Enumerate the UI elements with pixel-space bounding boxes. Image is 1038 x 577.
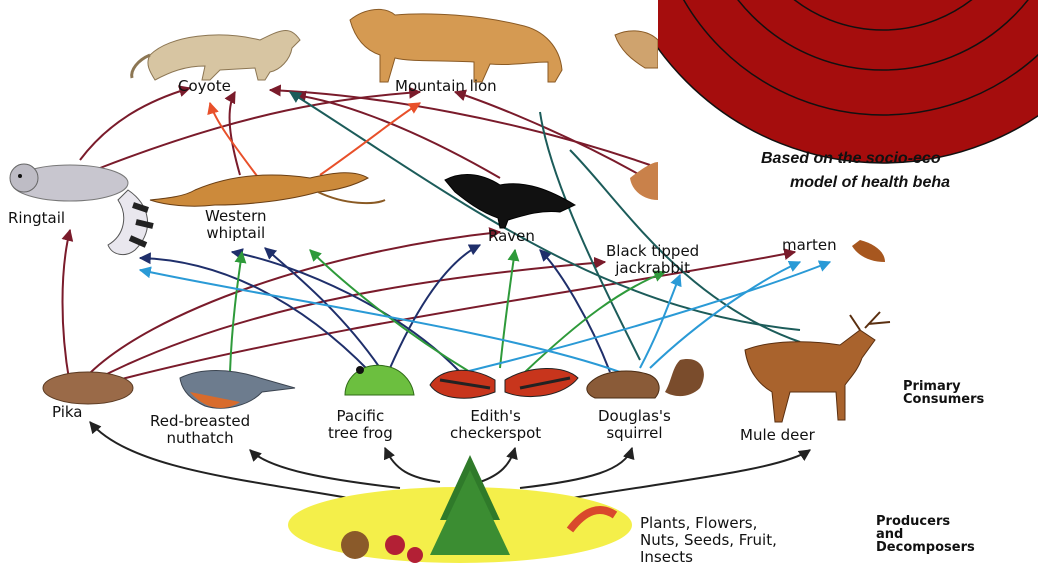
label-mountain-lion: Mountain lion xyxy=(395,78,497,95)
whiptail-illustration xyxy=(150,173,385,206)
arrow-whiptail-lion xyxy=(320,103,420,175)
level-producers-decomposers: Producers and Decomposers xyxy=(876,515,975,554)
arrow-producers-nuthatch xyxy=(250,450,400,488)
level-primary-consumers: Primary Consumers xyxy=(903,380,984,406)
arrow-checkerspot-raven xyxy=(500,250,515,368)
arrow-whiptail-coyote xyxy=(230,92,240,175)
label-jackrabbit: Black tipped jackrabbit xyxy=(606,243,699,277)
label-mule-deer: Mule deer xyxy=(740,427,815,444)
squirrel-illustration xyxy=(587,359,704,398)
arrow-producers-frog xyxy=(385,448,440,482)
pika-illustration xyxy=(43,372,133,404)
raven-illustration xyxy=(445,175,575,228)
overlay-caption-line-2: model of health beha xyxy=(790,174,950,192)
label-nuthatch: Red-breasted nuthatch xyxy=(150,413,250,447)
arrow-nuthatch-whiptail xyxy=(230,252,242,372)
coyote-illustration xyxy=(132,31,300,80)
label-checkerspot: Edith's checkerspot xyxy=(450,408,541,442)
overlay-caption-line-1: Based on the socio-eco xyxy=(761,150,941,168)
checkerspot-illustration xyxy=(430,368,578,398)
label-pika: Pika xyxy=(52,404,83,421)
nuthatch-illustration xyxy=(180,371,295,409)
arrow-squirrel-raven xyxy=(540,250,610,372)
arrow-producers-squirrel xyxy=(520,448,632,488)
label-raven: Raven xyxy=(488,228,535,245)
overlay-slide-fragment: Based on the socio-eco model of health b… xyxy=(658,0,1038,237)
tree-frog-illustration xyxy=(345,365,414,395)
label-producers: Plants, Flowers, Nuts, Seeds, Fruit, Ins… xyxy=(640,515,777,566)
concentric-disc xyxy=(658,0,1038,237)
label-ringtail: Ringtail xyxy=(8,210,65,227)
producers-illustration xyxy=(288,455,632,563)
arrow-raven-coyote xyxy=(295,95,500,178)
arrow-squirrel-jackrabbit xyxy=(640,275,680,368)
arrow-pika-jackrabbit xyxy=(95,262,605,380)
mountain-lion-illustration xyxy=(350,9,562,82)
label-western-whiptail: Western whiptail xyxy=(205,208,267,242)
label-marten: marten xyxy=(782,237,837,254)
arrow-producers-checkerspot xyxy=(480,448,515,482)
arrow-ringtail-coyote xyxy=(80,88,190,160)
ringtail-tail xyxy=(108,190,153,255)
arrow-pika-ringtail xyxy=(63,230,71,385)
arrow-checkerspot-whiptail xyxy=(232,252,460,372)
arrow-whiptail-coyote-orange xyxy=(210,103,260,180)
label-squirrel: Douglas's squirrel xyxy=(598,408,671,442)
label-coyote: Coyote xyxy=(178,78,231,95)
label-tree-frog: Pacific tree frog xyxy=(328,408,393,442)
partial-predator-illustration xyxy=(615,31,658,68)
